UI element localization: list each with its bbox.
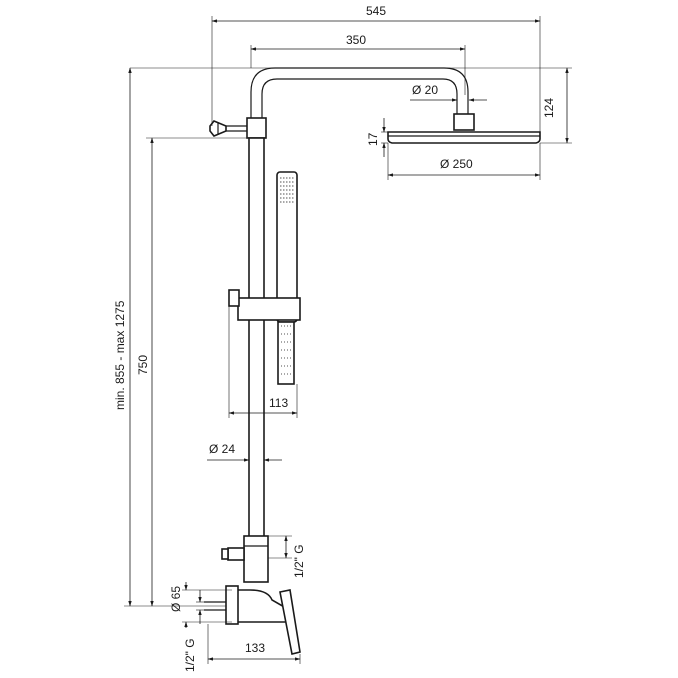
diverter-body [243,535,269,583]
mixer-body [231,589,287,623]
handshower-offset-label: 113 [269,396,288,410]
arm-reach-label: 350 [346,33,366,47]
dimension-lines: 545 350 Ø 20 124 17 Ø 250 min. 855 - max… [113,4,572,672]
riser-top-collar [246,117,267,139]
diverter-thread-label: 1/2" G [292,544,306,578]
rail-height-label: 750 [136,355,150,375]
arm-diameter-label: Ø 20 [412,83,438,97]
shower-arm-inner [261,78,458,118]
head-connector [453,113,475,131]
head-diameter-label: Ø 250 [440,157,473,171]
overall-width-label: 545 [366,4,386,18]
inlet-thread-label: 1/2" G [183,638,197,672]
rain-shower-head [387,131,541,144]
slider-holder [237,297,301,321]
diverter-knob [227,547,245,561]
mixer-lever [279,589,301,655]
height-range-label: min. 855 - max 1275 [113,300,127,410]
wall-flange [225,585,239,625]
head-thickness-label: 17 [366,132,380,146]
mixer-depth-label: 133 [245,641,265,655]
mixer-diameter-label: Ø 65 [169,586,183,612]
riser-pipe [248,137,265,539]
head-drop-label: 124 [542,98,556,118]
shower-column [204,67,541,655]
rail-diameter-label: Ø 24 [209,442,235,456]
handshower-handle [277,321,295,385]
